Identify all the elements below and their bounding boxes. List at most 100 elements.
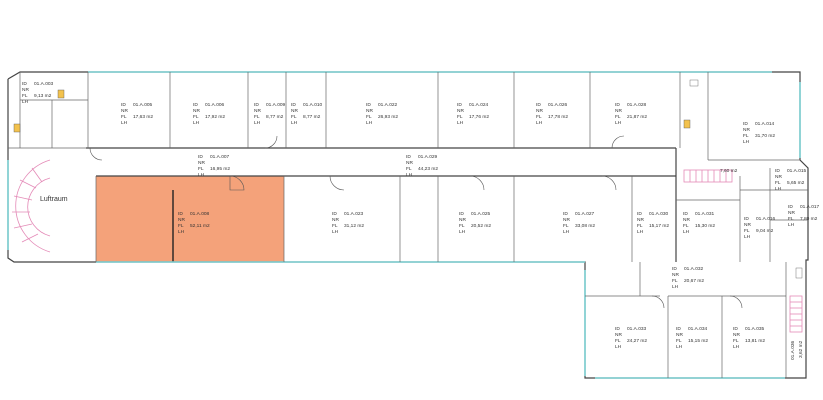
room-field-label: FL [615, 114, 621, 120]
room-field-label: ID [672, 266, 677, 272]
room-code: 01.A.030 [649, 211, 669, 217]
room-field-label: NR [672, 272, 679, 278]
room-field-label: ID [457, 102, 462, 108]
room-field-label: FL [563, 223, 569, 229]
room-field-label: LH [366, 120, 373, 126]
room-field-label: ID [121, 102, 126, 108]
room-field-label: LH [178, 229, 185, 235]
room-field-label: ID [536, 102, 541, 108]
room-area: 9,04 m2 [756, 228, 774, 234]
room-field-label: ID [615, 102, 620, 108]
room-code: 01.A.022 [378, 102, 398, 108]
room-field-label: FL [676, 338, 682, 344]
room-field-label: NR [615, 108, 622, 114]
room-code: 01.A.010 [303, 102, 323, 108]
room-field-label: ID [788, 204, 793, 210]
room-field-label: LH [637, 229, 644, 235]
room-field-label: NR [788, 210, 795, 216]
room-field-label: NR [743, 127, 750, 133]
room-field-label: FL [637, 223, 643, 229]
room-field-label: FL [733, 338, 739, 344]
room-code: 01.A.016 [756, 216, 776, 222]
room-code: 01.A.033 [627, 326, 647, 332]
room-field-label: ID [676, 326, 681, 332]
room-field-label: LH [457, 120, 464, 126]
door-swing [601, 175, 617, 191]
room-area: 20,67 m2 [684, 278, 704, 284]
room-field-label: LH [254, 120, 261, 126]
room-field-label: ID [22, 81, 27, 87]
room-field-label: LH [775, 186, 782, 192]
room-code: 01.A.006 [205, 102, 225, 108]
room-field-label: NR [198, 160, 205, 166]
room-area: 31,12 m2 [344, 223, 364, 229]
room-field-label: LH [683, 229, 690, 235]
room-field-label: LH [676, 344, 683, 350]
room-field-label: NR [193, 108, 200, 114]
room-field-label: ID [406, 154, 411, 160]
room-field-label: FL [193, 114, 199, 120]
room-field-label: FL [22, 93, 28, 99]
room-field-label: FL [178, 223, 184, 229]
room-field-label: LH [536, 120, 543, 126]
door-swing [651, 295, 665, 309]
highlighted-room-fill[interactable] [96, 176, 284, 262]
toilet-icon [57, 89, 65, 99]
room-field-label: FL [457, 114, 463, 120]
room-field-label: LH [788, 222, 795, 228]
door-swing [611, 135, 625, 149]
room-code: 01.A.023 [344, 211, 364, 217]
room-area: 21,87 m2 [627, 114, 647, 120]
door-swing [469, 175, 485, 191]
room-code: 01.A.008 [190, 211, 210, 217]
room-field-label: LH [332, 229, 339, 235]
room-field-label: FL [775, 180, 781, 186]
room-field-label: LH [198, 172, 205, 178]
room-area: 31,70 m2 [755, 133, 775, 139]
room-field-label: FL [332, 223, 338, 229]
door-swing [729, 295, 743, 309]
room-code: 01.A.024 [469, 102, 489, 108]
room-field-label: FL [291, 114, 297, 120]
sink-icon [795, 267, 803, 279]
door-swing [89, 147, 103, 161]
room-field-label: FL [254, 114, 260, 120]
room-field-label: NR [366, 108, 373, 114]
room-code: 01.A.029 [418, 154, 438, 160]
room-field-label: FL [459, 223, 465, 229]
room-field-label: NR [178, 217, 185, 223]
room-field-label: NR [615, 332, 622, 338]
room-field-label: FL [198, 166, 204, 172]
room-area: 44,23 m2 [418, 166, 438, 172]
room-field-label: LH [744, 234, 751, 240]
room-area: 16,95 m2 [210, 166, 230, 172]
room-area: 17,63 m2 [133, 114, 153, 120]
room-field-label: NR [121, 108, 128, 114]
